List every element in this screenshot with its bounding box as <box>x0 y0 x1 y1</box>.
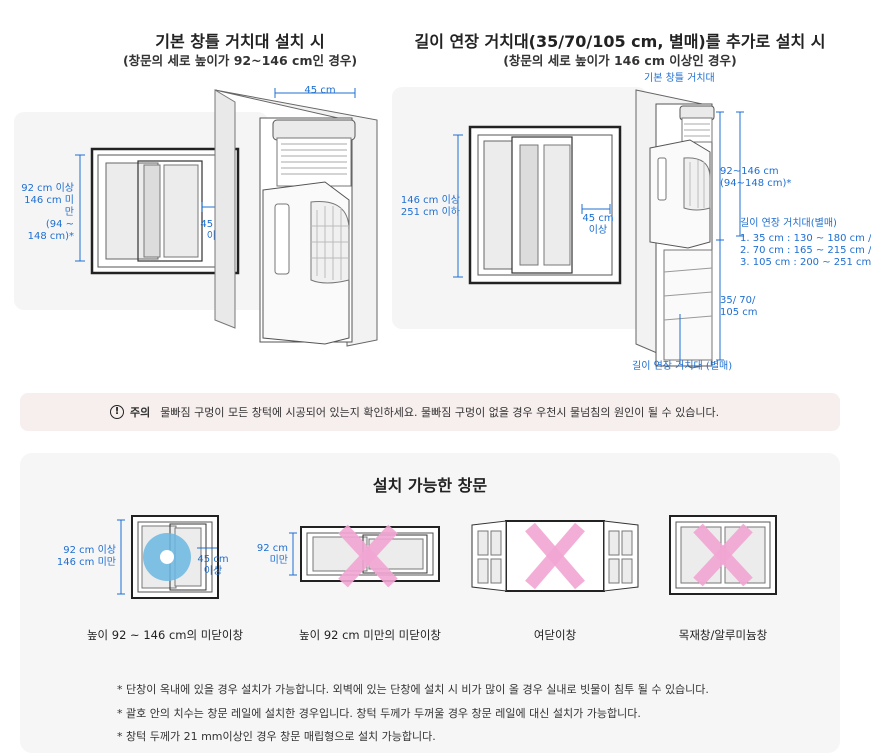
footnote-3: * 창턱 두께가 21 mm이상인 경우 창문 매립형으로 설치 가능합니다. <box>117 730 436 743</box>
notice-text: 물빠짐 구멍이 모든 창턱에 시공되어 있는지 확인하세요. 물빠짐 구멍이 없… <box>160 406 720 419</box>
basic-bracket-label: 기본 창틀 거치대 <box>644 73 715 84</box>
section2-title: 길이 연장 거치대(35/70/105 cm, 별매)를 추가로 설치 시 <box>414 32 826 51</box>
footnote-1: * 단창이 옥내에 있을 경우 설치가 가능합니다. 외벽에 있는 단창에 설치… <box>117 683 709 696</box>
extension-bracket-label: 길이 연장 거치대 (별매) <box>632 361 733 372</box>
section2-min-width-label: 45 cm 이상 <box>582 213 614 236</box>
section2-device-illustration <box>635 89 744 369</box>
section1-window-illustration <box>75 147 240 275</box>
section2-ext-length-label: 35/ 70/ 105 cm <box>720 295 758 318</box>
notice-content: ! 주의 물빠짐 구멍이 모든 창턱에 시공되어 있는지 확인하세요. 물빠짐 … <box>110 404 719 420</box>
sliding-window-allowed-illustration <box>117 515 219 599</box>
window1-caption: 높이 92 ~ 146 cm의 미닫이창 <box>86 628 244 642</box>
section2-height-label: 146 cm 이상 251 cm 이하 <box>400 195 460 218</box>
section2-subtitle: (창문의 세로 높이가 146 cm 이상인 경우) <box>503 53 737 68</box>
section1-device-illustration <box>214 88 378 347</box>
window3-caption: 여닫이창 <box>533 628 577 642</box>
section2-window-illustration <box>453 125 622 285</box>
window2-caption: 높이 92 cm 미만의 미닫이창 <box>299 628 441 642</box>
section2-range-label: 92~146 cm (94~148 cm)* <box>720 166 792 189</box>
exclamation-circle-icon: ! <box>110 405 124 419</box>
notice-bar <box>20 393 840 431</box>
window4-caption: 목재창/알루미늄창 <box>678 628 768 642</box>
wood-aluminum-window-illustration <box>669 515 777 595</box>
footnote-2: * 괄호 안의 치수는 창문 레일에 설치한 경우입니다. 창턱 두께가 두꺼울… <box>117 707 641 720</box>
section1-subtitle: (창문의 세로 높이가 92~146 cm인 경우) <box>122 53 358 68</box>
installable-windows-title: 설치 가능한 창문 <box>372 476 488 495</box>
section1-title: 기본 창틀 거치대 설치 시 <box>155 32 325 51</box>
casement-window-illustration <box>471 520 639 592</box>
window1-width-label: 45 cm 이상 <box>197 554 229 577</box>
short-sliding-window-illustration <box>289 524 440 588</box>
extension-bracket-options: 길이 연장 거치대(별매) 1. 35 cm : 130 ~ 180 cm / … <box>740 218 871 268</box>
window1-height-label: 92 cm 이상 146 cm 미만 <box>56 545 116 568</box>
notice-label: 주의 <box>130 406 151 419</box>
section1-bracket-width-label: 45 cm <box>304 85 336 96</box>
section1-height-label: 92 cm 이상 146 cm 미만 (94 ~ 148 cm)* <box>21 183 74 242</box>
window2-height-label: 92 cm 미만 <box>256 543 288 566</box>
installable-windows-panel <box>20 453 840 753</box>
